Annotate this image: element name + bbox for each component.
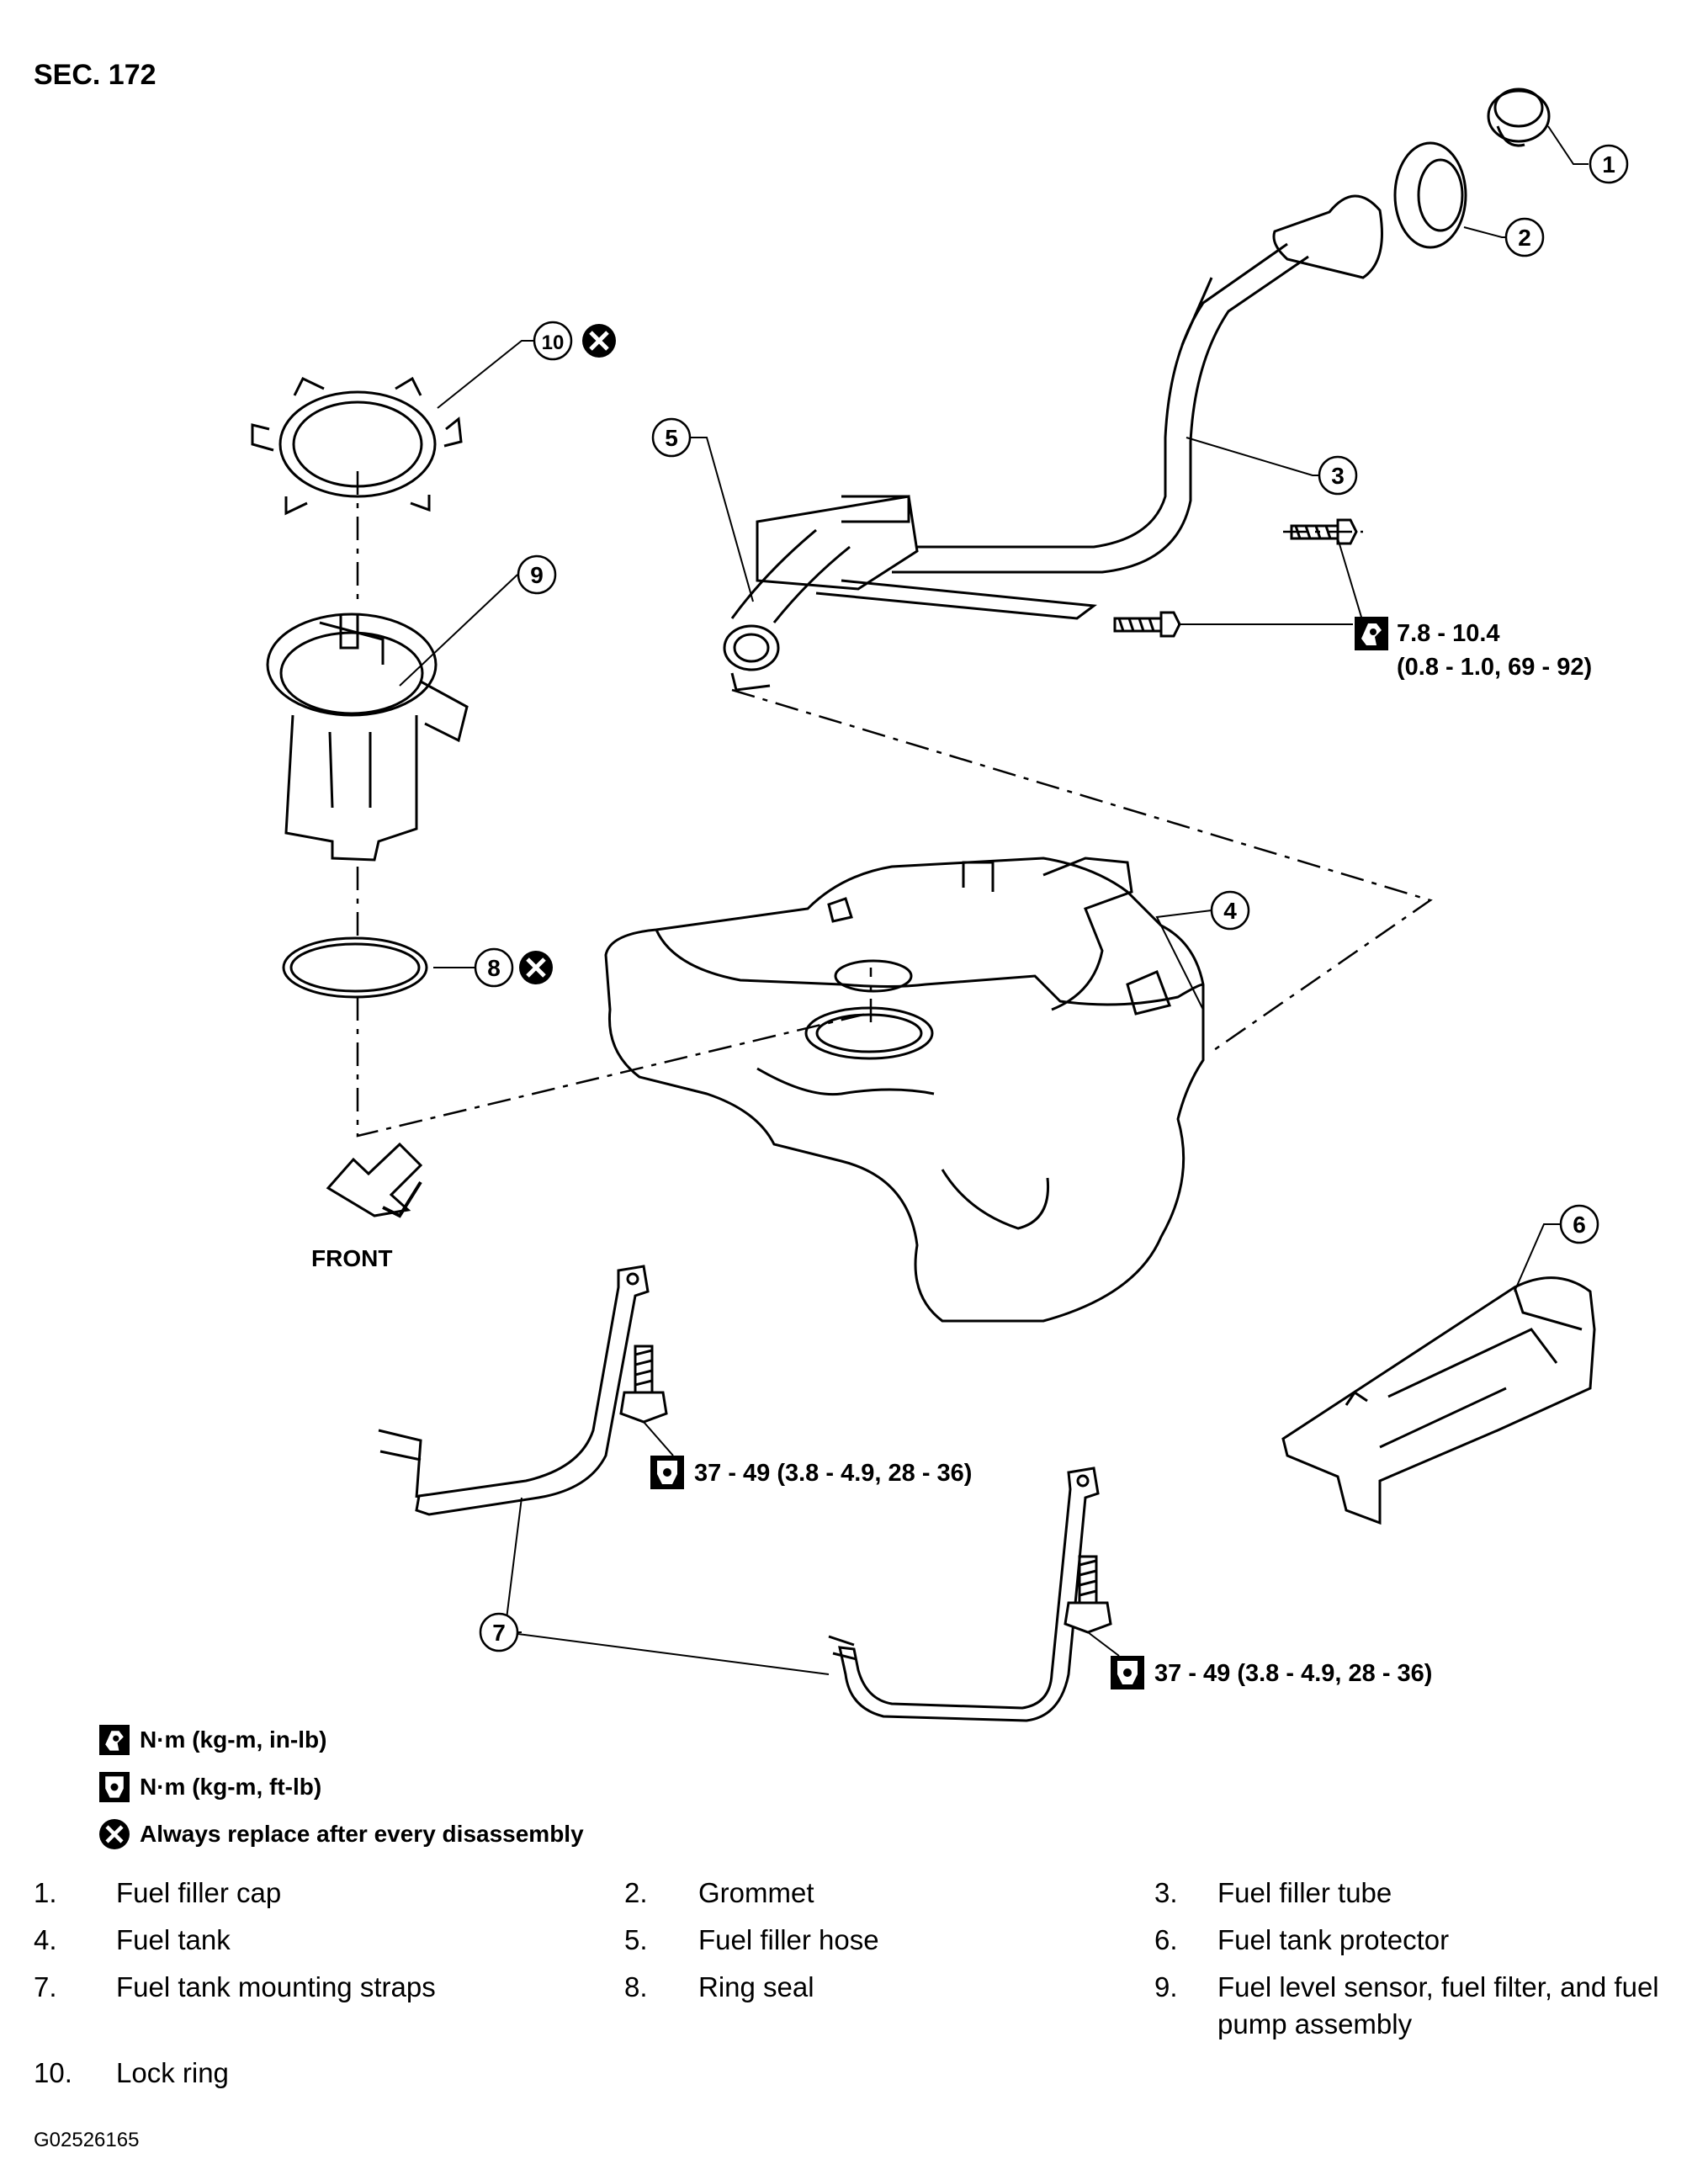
fuel-filler-tube bbox=[892, 194, 1383, 574]
callout-8: 8 bbox=[474, 947, 514, 988]
strap-bolt-left bbox=[619, 1345, 668, 1424]
legend-row: N·m (kg-m, ft-lb) bbox=[99, 1764, 584, 1811]
svg-text:1: 1 bbox=[1602, 151, 1615, 178]
strap-bolt-right-torque: 37 - 49 (3.8 - 4.9, 28 - 36) bbox=[1154, 1660, 1432, 1687]
filler-bolt-torque-alt: (0.8 - 1.0, 69 - 92) bbox=[1397, 654, 1592, 681]
legend-text: N·m (kg-m, ft-lb) bbox=[140, 1774, 322, 1800]
strap-bolt-right bbox=[1064, 1555, 1112, 1634]
callout-4: 4 bbox=[1210, 890, 1250, 931]
list-item: 9.Fuel level sensor, fuel filter, and fu… bbox=[1154, 1971, 1659, 2039]
lock-ring bbox=[251, 376, 463, 516]
torque-in-lb-icon bbox=[99, 1725, 130, 1755]
torque-ft-lb-icon bbox=[99, 1772, 130, 1802]
fuel-filler-hose bbox=[723, 495, 1097, 692]
mounting-strap-right bbox=[828, 1467, 1100, 1722]
torque-ft-lb-icon bbox=[650, 1456, 684, 1489]
callout-1: 1 bbox=[1589, 144, 1629, 184]
ring-seal bbox=[282, 936, 428, 999]
legend-text: Always replace after every disassembly bbox=[140, 1821, 584, 1847]
legend-row: N·m (kg-m, in-lb) bbox=[99, 1716, 584, 1764]
figure-code: G02526165 bbox=[34, 2129, 140, 2151]
callout-10: 10 bbox=[533, 321, 573, 361]
replace-icon bbox=[99, 1819, 130, 1849]
callout-3: 3 bbox=[1318, 455, 1358, 496]
fuel-filler-cap bbox=[1487, 88, 1551, 147]
section-label: SEC. 172 bbox=[34, 59, 156, 91]
torque-ft-lb-icon bbox=[1111, 1656, 1144, 1689]
svg-text:5: 5 bbox=[665, 425, 678, 451]
front-arrow-icon bbox=[326, 1142, 423, 1218]
callout-7: 7 bbox=[479, 1612, 519, 1652]
fuel-pump-assembly bbox=[266, 613, 469, 862]
callout-2: 2 bbox=[1504, 217, 1545, 257]
callout-9: 9 bbox=[517, 554, 557, 595]
front-label: FRONT bbox=[311, 1245, 392, 1271]
filler-bolt-torque: 7.8 - 10.4 bbox=[1397, 620, 1500, 647]
svg-text:8: 8 bbox=[487, 955, 501, 981]
assembly-lines bbox=[356, 471, 1433, 1138]
fuel-tank-protector bbox=[1281, 1276, 1596, 1525]
svg-text:6: 6 bbox=[1573, 1212, 1586, 1238]
legend-row: Always replace after every disassembly bbox=[99, 1811, 584, 1858]
grommet bbox=[1393, 141, 1467, 249]
callout-6: 6 bbox=[1559, 1204, 1599, 1244]
callout-circles: 1 2 3 4 5 6 7 8 9 10 bbox=[474, 144, 1629, 1652]
filler-bolt-lower bbox=[1113, 611, 1181, 638]
svg-text:2: 2 bbox=[1518, 225, 1531, 251]
fuel-tank bbox=[604, 857, 1205, 1323]
replace-icon bbox=[519, 951, 553, 984]
svg-text:10: 10 bbox=[542, 332, 565, 354]
svg-text:7: 7 bbox=[492, 1620, 506, 1646]
replace-icon bbox=[582, 324, 616, 358]
strap-bolt-left-torque: 37 - 49 (3.8 - 4.9, 28 - 36) bbox=[694, 1460, 972, 1487]
legend-text: N·m (kg-m, in-lb) bbox=[140, 1726, 327, 1753]
legend: N·m (kg-m, in-lb) N·m (kg-m, ft-lb) Alwa… bbox=[99, 1716, 584, 1858]
callout-5: 5 bbox=[651, 417, 692, 458]
torque-in-lb-icon bbox=[1355, 617, 1388, 650]
svg-text:4: 4 bbox=[1223, 898, 1237, 924]
mounting-strap-left bbox=[378, 1265, 650, 1516]
leader-lines bbox=[399, 125, 1589, 1675]
svg-text:3: 3 bbox=[1331, 463, 1345, 489]
svg-text:9: 9 bbox=[530, 562, 544, 588]
